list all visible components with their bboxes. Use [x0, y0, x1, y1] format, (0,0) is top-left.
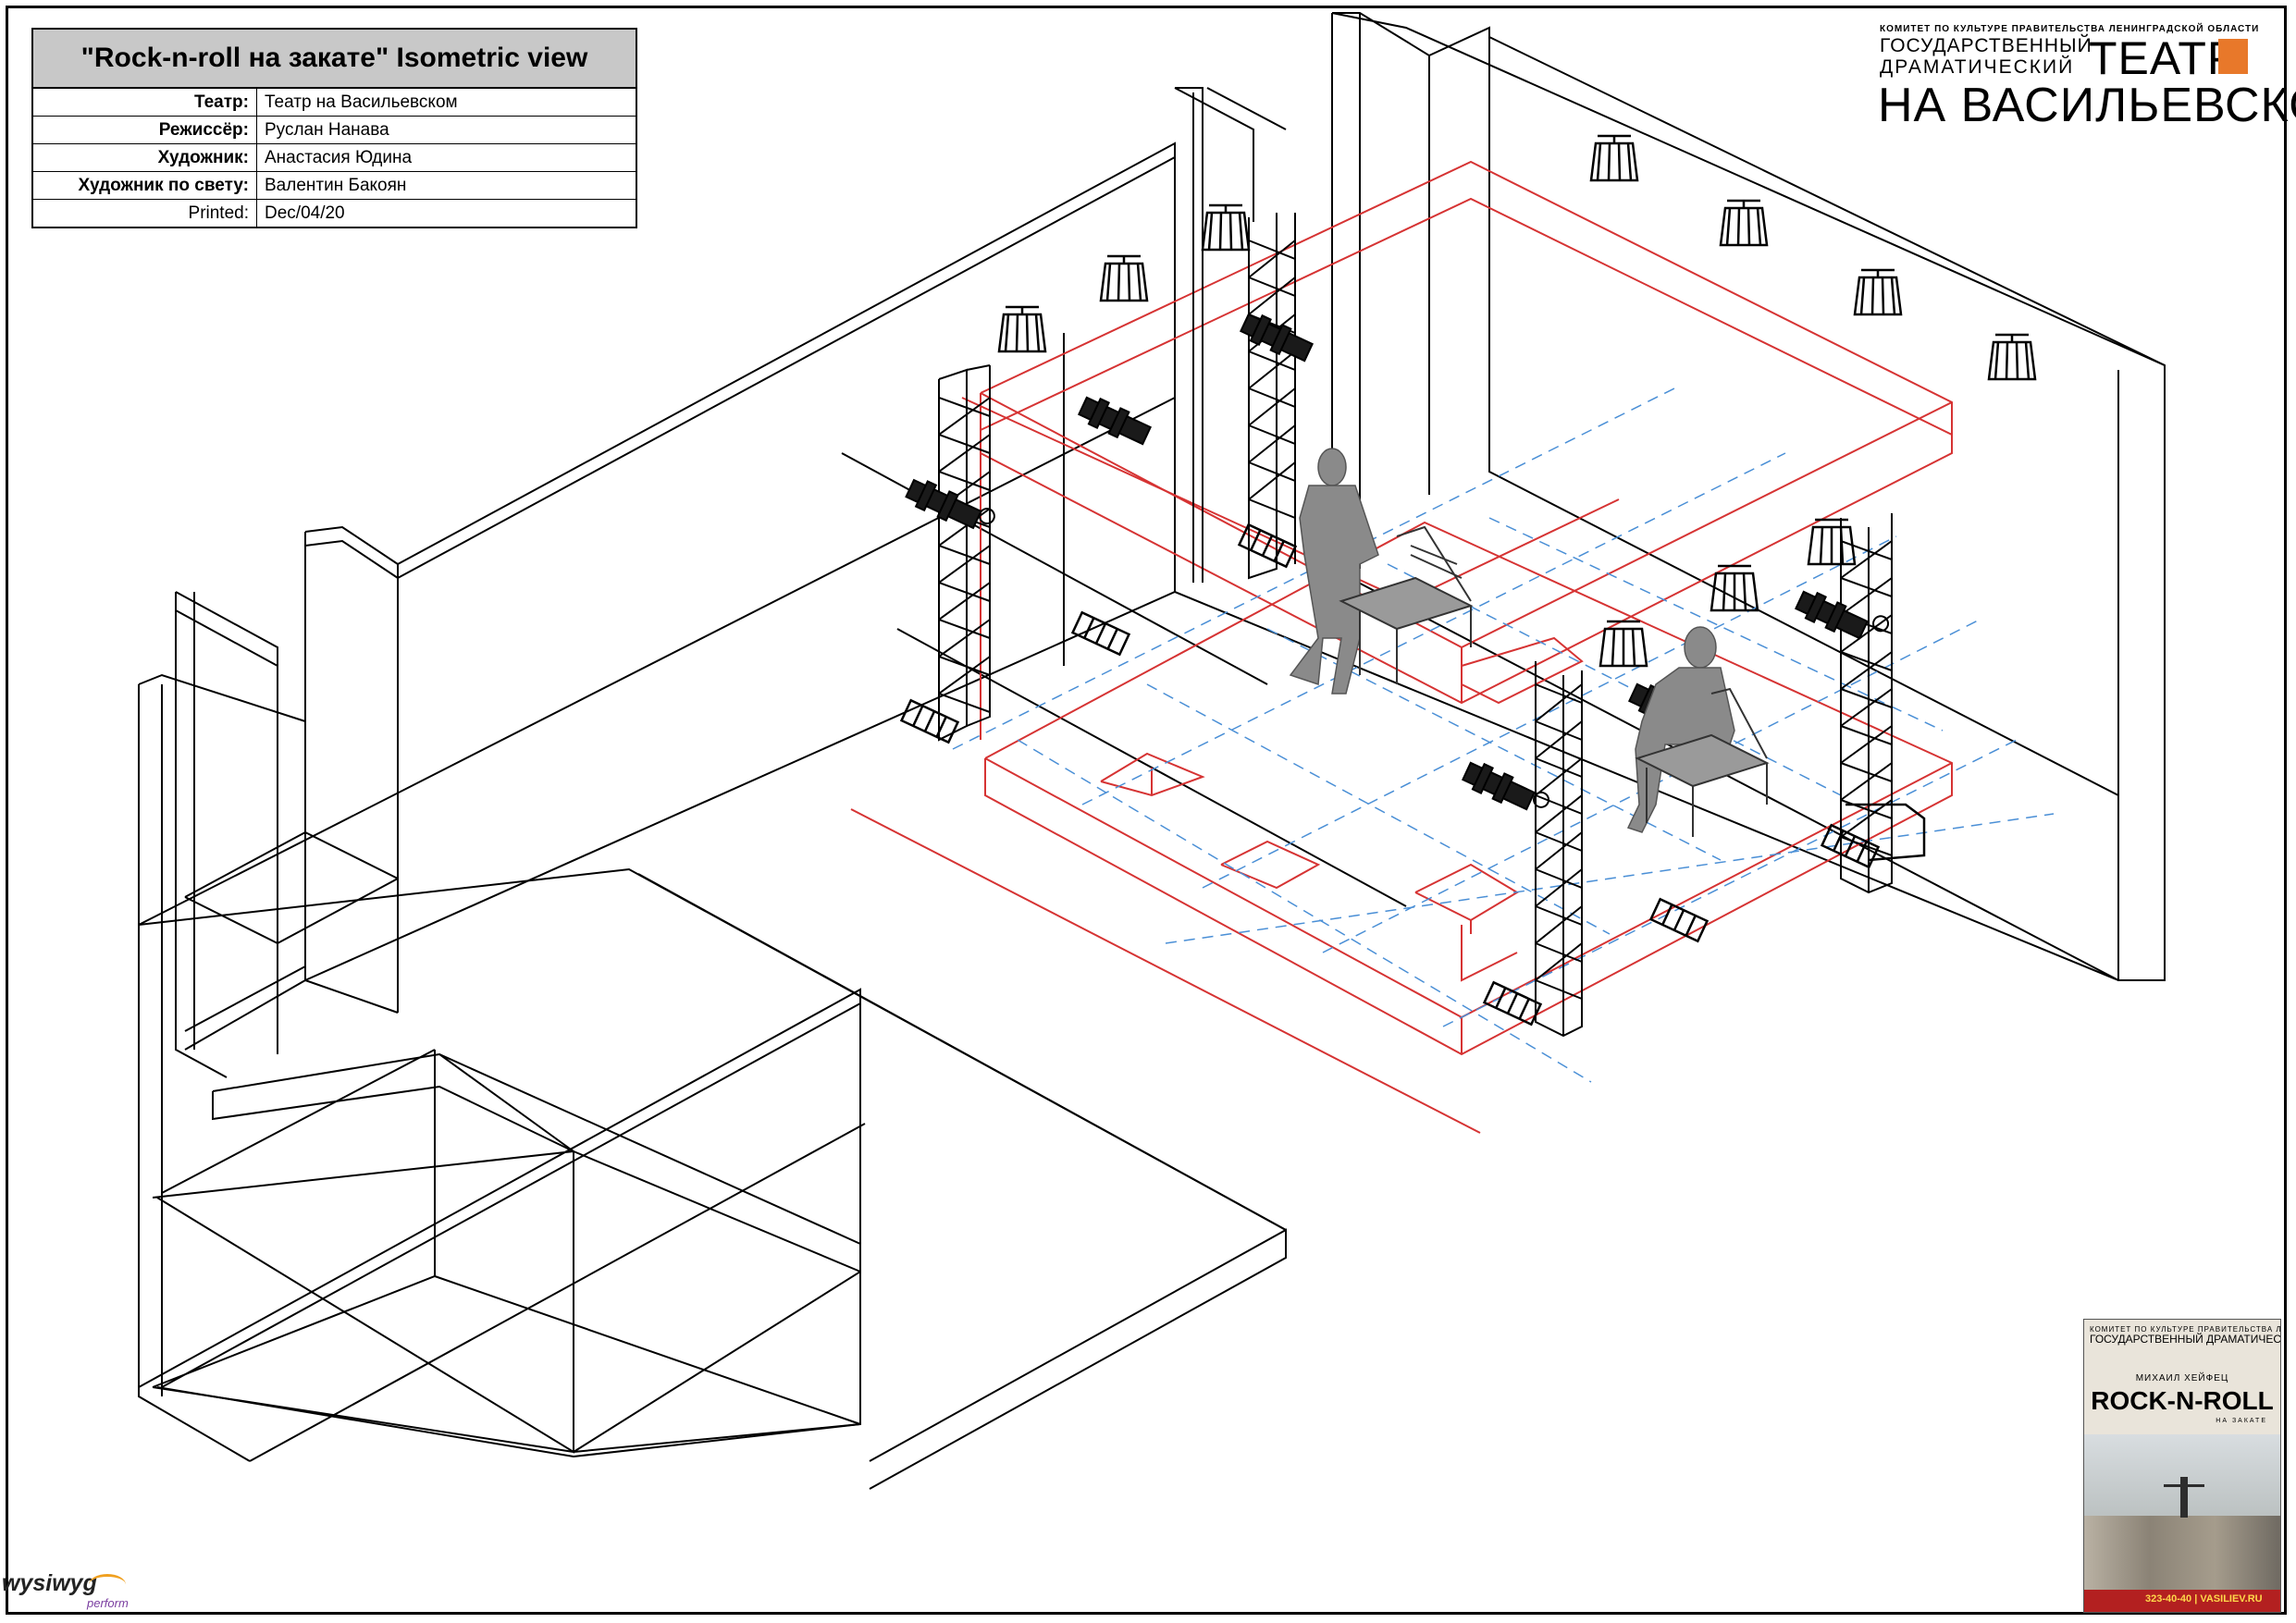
poster-header-2: ГОСУДАРСТВЕННЫЙ ДРАМАТИЧЕСКИЙ ТЕАТР НА В…: [2090, 1333, 2281, 1346]
poster-figure: [2180, 1477, 2188, 1518]
fresnel: [1820, 823, 1881, 869]
cyc-light: [1599, 620, 1648, 668]
title-row: Художник:Анастасия Юдина: [31, 143, 637, 172]
fresnel: [1482, 980, 1543, 1027]
floor-fresnels: [899, 523, 1926, 1027]
drawing-title: "Rock-n-roll на закате" Isometric view: [31, 28, 637, 89]
set-platform: [850, 160, 1953, 1134]
bench-right: [1635, 687, 1770, 837]
cyc-light: [997, 305, 1047, 353]
profile-spot: [1795, 590, 1890, 640]
row-value: Валентин Бакоян: [256, 171, 637, 200]
standing-figure: [1289, 448, 1379, 695]
logo-theatre-name: НА ВАСИЛЬЕВСКОМ: [1878, 79, 2296, 132]
fresnel: [899, 698, 960, 744]
software-name: wysiwyg: [2, 1570, 97, 1596]
cyc-light: [1201, 203, 1251, 252]
profile-spot: [1462, 761, 1550, 811]
logo-theatre-word: ТЕАТР: [2089, 32, 2240, 84]
poster-header-1: КОМИТЕТ ПО КУЛЬТУРЕ ПРАВИТЕЛЬСТВА ЛЕНИНГ…: [2090, 1325, 2280, 1334]
truss-towers: [938, 87, 1893, 1038]
logo-line-1: ГОСУДАРСТВЕННЫЙ: [1880, 35, 2092, 56]
row-value: Анастасия Юдина: [256, 143, 637, 172]
fresnel: [1070, 610, 1131, 657]
title-row: Printed:Dec/04/20: [31, 199, 637, 228]
cyc-light: [1710, 564, 1759, 612]
fresnel: [1648, 897, 1710, 943]
logo-committee-line: КОМИТЕТ ПО КУЛЬТУРЕ ПРАВИТЕЛЬСТВА ЛЕНИНГ…: [1880, 24, 2260, 34]
swoosh-icon: [89, 1574, 126, 1595]
row-label: Театр:: [31, 87, 257, 117]
poster-author: МИХАИЛ ХЕЙФЕЦ: [2135, 1373, 2229, 1383]
title-block: "Rock-n-roll на закате" Isometric view Т…: [31, 28, 637, 228]
row-label: Режиссёр:: [31, 116, 257, 144]
theatre-logo: КОМИТЕТ ПО КУЛЬТУРЕ ПРАВИТЕЛЬСТВА ЛЕНИНГ…: [1878, 24, 2296, 135]
sitting-figure: [1626, 626, 1735, 833]
title-row: Театр:Театр на Васильевском: [31, 87, 637, 117]
profile-spot: [905, 478, 995, 530]
row-label: Printed:: [31, 199, 257, 228]
cyc-light: [1853, 268, 1903, 316]
profile-spot: [1240, 313, 1314, 363]
cyc-light: [1719, 199, 1769, 247]
cyc-light: [1589, 134, 1639, 182]
row-label: Художник:: [31, 143, 257, 172]
actor-figures: [1289, 448, 1735, 833]
poster-footer-bar: [2084, 1590, 2280, 1612]
row-value: Dec/04/20: [256, 199, 637, 228]
cyc-light: [1987, 333, 2037, 381]
row-value: Руслан Нанава: [256, 116, 637, 144]
show-poster: КОМИТЕТ ПО КУЛЬТУРЕ ПРАВИТЕЛЬСТВА ЛЕНИНГ…: [2083, 1319, 2281, 1613]
profile-spot: [1078, 396, 1152, 446]
row-value: Театр на Васильевском: [256, 87, 637, 117]
title-row: Режиссёр:Руслан Нанава: [31, 116, 637, 144]
fresnel: [1237, 523, 1298, 569]
theatre-walls: [138, 12, 2166, 1490]
row-label: Художник по свету:: [31, 171, 257, 200]
bench-left: [1339, 525, 1474, 684]
poster-phone: 323-40-40 | VASILIEV.RU: [2145, 1593, 2263, 1605]
sheet-border: [6, 6, 2287, 1615]
software-logo: wysiwyg perform: [0, 1570, 139, 1612]
poster-subtitle: НА ЗАКАТЕ: [2216, 1418, 2267, 1424]
title-row: Художник по свету:Валентин Бакоян: [31, 171, 637, 200]
logo-mark-icon: [2218, 39, 2248, 74]
floor-grid: [952, 387, 2055, 1083]
poster-wall-image: [2084, 1516, 2280, 1590]
software-edition: perform: [87, 1596, 129, 1610]
cyc-light: [1099, 254, 1149, 302]
logo-line-2: ДРАМАТИЧЕСКИЙ: [1880, 56, 2075, 78]
cyc-light: [1807, 518, 1857, 566]
poster-title: ROCK-N-ROLL: [2091, 1386, 2274, 1415]
lighting-fixtures: [997, 134, 2037, 668]
benches: [1339, 525, 1770, 837]
